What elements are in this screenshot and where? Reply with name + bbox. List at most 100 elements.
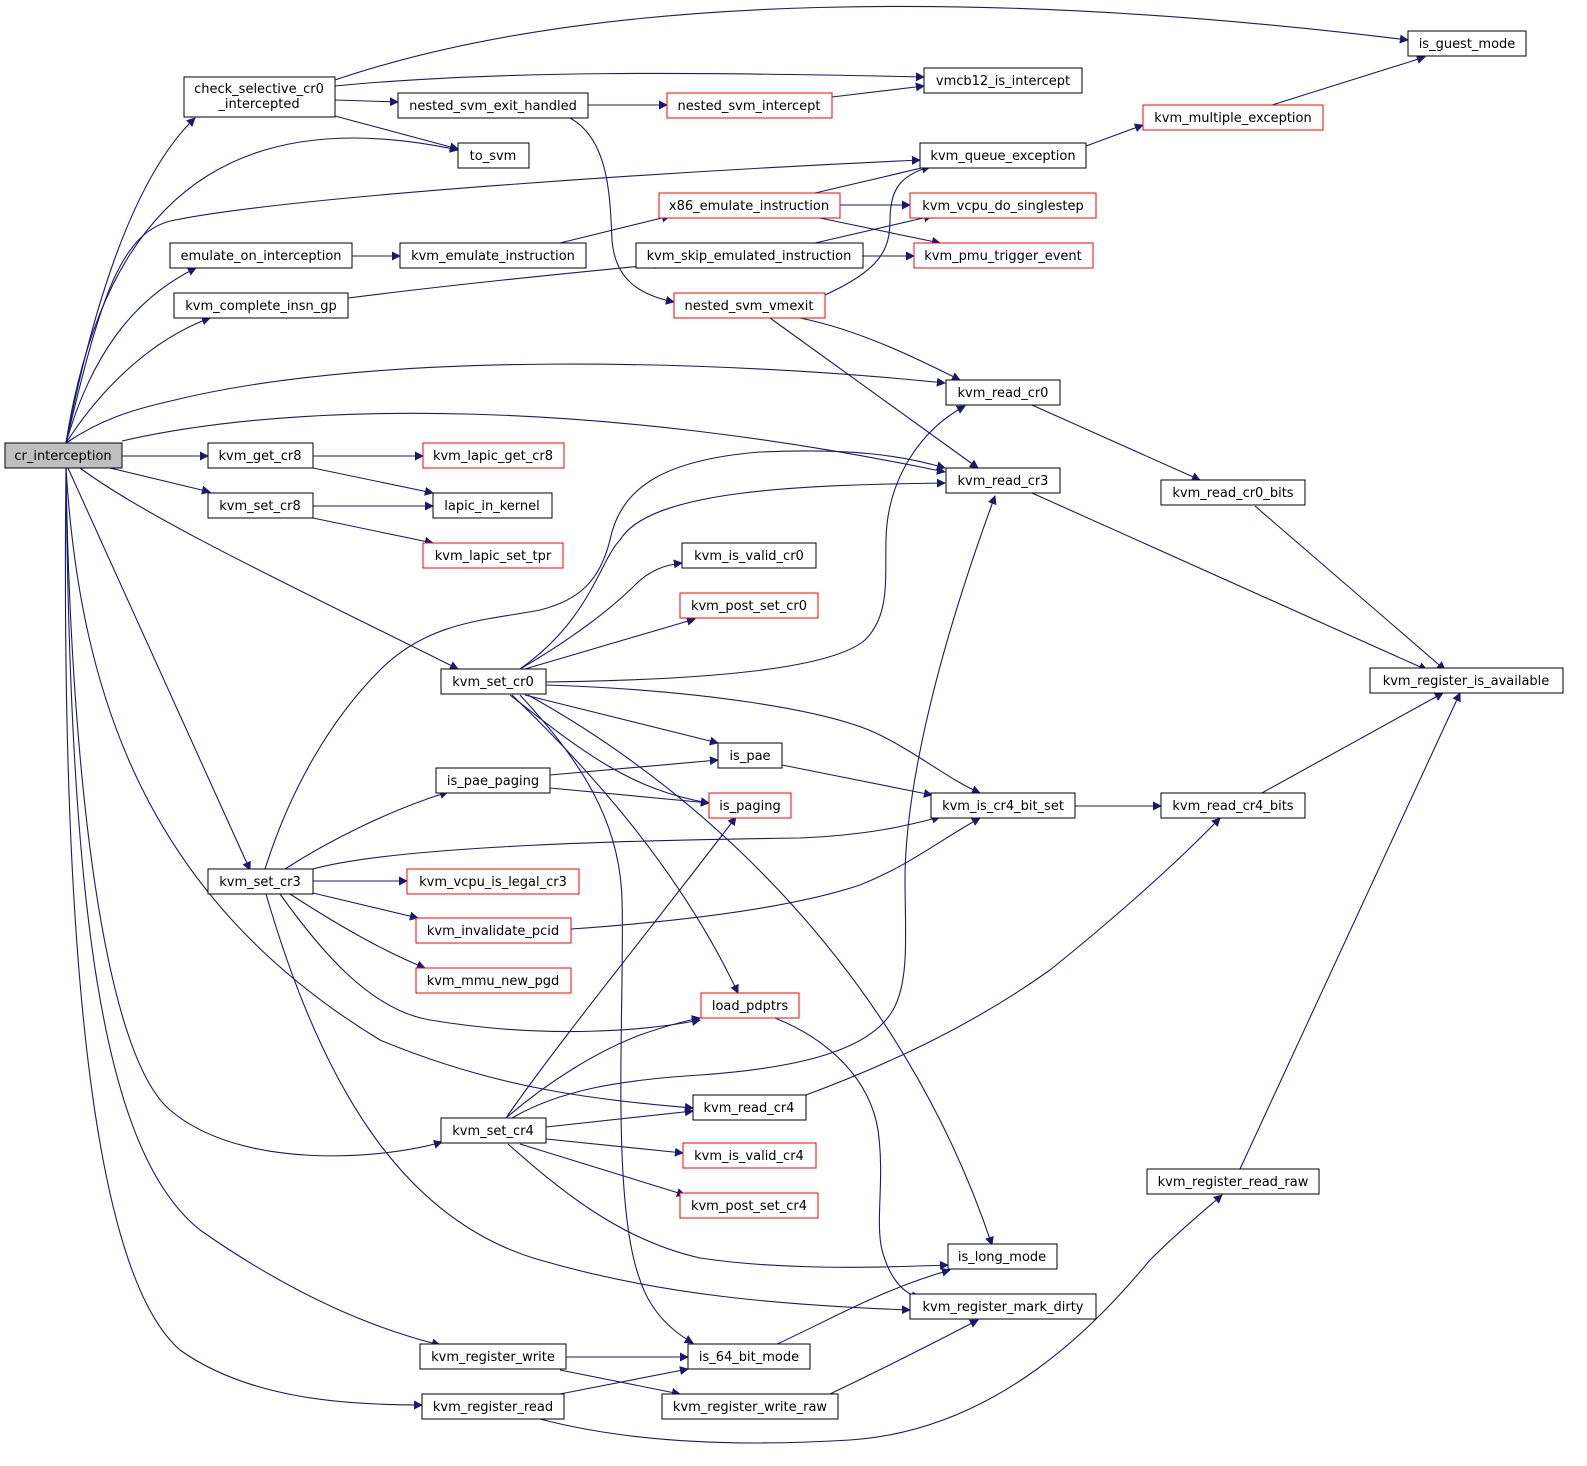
- edge-set_cr0-load_pdptrs: [511, 694, 739, 994]
- node-is-long-mode[interactable]: is_long_mode: [947, 1243, 1058, 1270]
- svg-text:kvm_complete_insn_gp: kvm_complete_insn_gp: [185, 299, 336, 314]
- node-kvm-set-cr3[interactable]: kvm_set_cr3: [207, 868, 314, 895]
- edge-read_cr3-available: [1031, 492, 1428, 671]
- node-x86-emulate-instruction[interactable]: x86_emulate_instruction: [658, 192, 841, 219]
- node-kvm-pmu-trigger-event[interactable]: kvm_pmu_trigger_event: [913, 242, 1094, 269]
- node-kvm-register-write-raw[interactable]: kvm_register_write_raw: [661, 1393, 839, 1420]
- edge-set_cr3-cr4_bit_set: [312, 814, 941, 870]
- node-kvm-queue-exception[interactable]: kvm_queue_exception: [919, 142, 1087, 169]
- svg-text:kvm_set_cr3: kvm_set_cr3: [219, 875, 301, 890]
- node-kvm-register-is-available[interactable]: kvm_register_is_available: [1369, 667, 1564, 694]
- node-kvm-post-set-cr4[interactable]: kvm_post_set_cr4: [679, 1192, 819, 1219]
- edge-cr_interception-kvm_read_cr0: [65, 363, 946, 444]
- node-kvm-post-set-cr0[interactable]: kvm_post_set_cr0: [679, 592, 819, 619]
- edge-write_raw-mark_dirty: [829, 1319, 979, 1395]
- svg-text:kvm_lapic_set_tpr: kvm_lapic_set_tpr: [435, 549, 552, 564]
- node-check-selective-cr0-intercepted[interactable]: check_selective_cr0 _intercepted: [183, 76, 336, 118]
- svg-text:is_pae_paging: is_pae_paging: [447, 774, 539, 789]
- node-is-64-bit-mode[interactable]: is_64_bit_mode: [687, 1343, 811, 1370]
- svg-text:is_long_mode: is_long_mode: [958, 1250, 1046, 1265]
- svg-text:kvm_register_write: kvm_register_write: [431, 1350, 555, 1365]
- node-is-guest-mode[interactable]: is_guest_mode: [1407, 30, 1527, 57]
- node-kvm-skip-emulated-instruction[interactable]: kvm_skip_emulated_instruction: [635, 242, 864, 269]
- edge-skip-singlestep: [814, 213, 933, 244]
- svg-text:kvm_read_cr3: kvm_read_cr3: [958, 474, 1049, 489]
- edge-set_cr0-is_pae: [524, 694, 719, 746]
- node-load-pdptrs[interactable]: load_pdptrs: [700, 992, 800, 1019]
- node-kvm-is-valid-cr0[interactable]: kvm_is_valid_cr0: [681, 542, 817, 569]
- edge-vmexit-read_cr3: [769, 317, 979, 469]
- node-kvm-vcpu-is-legal-cr3[interactable]: kvm_vcpu_is_legal_cr3: [406, 868, 580, 895]
- svg-text:kvm_read_cr4_bits: kvm_read_cr4_bits: [1172, 799, 1293, 814]
- svg-text:kvm_read_cr4: kvm_read_cr4: [704, 1101, 795, 1116]
- edge-load_pdptrs-mark_dirty: [774, 1017, 921, 1301]
- edge-cr_interception-kvm_set_cr4: [65, 467, 443, 1157]
- node-kvm-get-cr8[interactable]: kvm_get_cr8: [207, 442, 314, 469]
- node-kvm-read-cr0[interactable]: kvm_read_cr0: [945, 379, 1061, 406]
- node-nested-svm-exit-handled[interactable]: nested_svm_exit_handled: [397, 92, 589, 119]
- edge-set_cr4-read_cr3: [511, 495, 997, 1119]
- node-is-pae-paging[interactable]: is_pae_paging: [435, 767, 551, 794]
- node-vmcb12-is-intercept[interactable]: vmcb12_is_intercept: [923, 67, 1083, 94]
- node-kvm-read-cr3[interactable]: kvm_read_cr3: [945, 467, 1061, 494]
- svg-text:nested_svm_exit_handled: nested_svm_exit_handled: [409, 99, 577, 114]
- svg-text:kvm_vcpu_do_singlestep: kvm_vcpu_do_singlestep: [922, 199, 1084, 214]
- node-kvm-is-valid-cr4[interactable]: kvm_is_valid_cr4: [682, 1142, 817, 1169]
- node-kvm-vcpu-do-singlestep[interactable]: kvm_vcpu_do_singlestep: [909, 192, 1097, 219]
- nodes: cr_interception check_selective_cr0 _int…: [4, 30, 1564, 1420]
- svg-text:nested_svm_vmexit: nested_svm_vmexit: [684, 299, 813, 314]
- edge-set_cr3-read_cr3: [264, 450, 946, 870]
- node-kvm-invalidate-pcid[interactable]: kvm_invalidate_pcid: [415, 917, 572, 944]
- node-kvm-multiple-exception[interactable]: kvm_multiple_exception: [1142, 104, 1324, 131]
- node-kvm-read-cr0-bits[interactable]: kvm_read_cr0_bits: [1160, 479, 1306, 506]
- node-kvm-is-cr4-bit-set[interactable]: kvm_is_cr4_bit_set: [930, 792, 1076, 819]
- node-kvm-set-cr4[interactable]: kvm_set_cr4: [440, 1117, 547, 1144]
- edge-queue-multiple: [1085, 123, 1144, 147]
- edge-read_cr4-cr4_bits: [805, 817, 1221, 1096]
- node-emulate-on-interception[interactable]: emulate_on_interception: [169, 242, 353, 269]
- edge-check-is_guest_mode: [334, 5, 1409, 81]
- svg-text:kvm_skip_emulated_instruction: kvm_skip_emulated_instruction: [647, 249, 852, 264]
- edge-64bit-long_mode: [774, 1267, 951, 1346]
- node-is-pae[interactable]: is_pae: [717, 742, 783, 769]
- edge-set_cr3-mark_dirty: [265, 893, 911, 1315]
- node-kvm-register-read-raw[interactable]: kvm_register_read_raw: [1146, 1168, 1320, 1195]
- edge-vmexit-read_cr0: [799, 317, 961, 381]
- edge-cr_interception-kvm_set_cr8: [109, 467, 211, 495]
- node-kvm-register-write[interactable]: kvm_register_write: [419, 1343, 567, 1370]
- svg-text:check_selective_cr0: check_selective_cr0: [194, 82, 324, 97]
- svg-text:kvm_register_read: kvm_register_read: [433, 1400, 553, 1415]
- node-kvm-read-cr4-bits[interactable]: kvm_read_cr4_bits: [1160, 792, 1306, 819]
- edge-pae_paging-is_paging: [549, 787, 710, 807]
- node-to-svm[interactable]: to_svm: [457, 142, 530, 169]
- node-kvm-set-cr0[interactable]: kvm_set_cr0: [440, 668, 547, 695]
- node-kvm-lapic-get-cr8[interactable]: kvm_lapic_get_cr8: [422, 442, 565, 469]
- node-kvm-set-cr8[interactable]: kvm_set_cr8: [207, 492, 314, 519]
- svg-text:is_guest_mode: is_guest_mode: [1419, 37, 1516, 52]
- node-is-paging[interactable]: is_paging: [708, 792, 792, 819]
- edge-kvm_emulate-x86: [559, 213, 671, 244]
- svg-text:lapic_in_kernel: lapic_in_kernel: [444, 499, 539, 514]
- svg-text:kvm_get_cr8: kvm_get_cr8: [219, 449, 302, 464]
- node-kvm-register-read[interactable]: kvm_register_read: [421, 1393, 565, 1420]
- svg-text:kvm_vcpu_is_legal_cr3: kvm_vcpu_is_legal_cr3: [419, 875, 567, 890]
- node-kvm-mmu-new-pgd[interactable]: kvm_mmu_new_pgd: [415, 967, 572, 994]
- node-kvm-complete-insn-gp[interactable]: kvm_complete_insn_gp: [173, 292, 349, 319]
- svg-text:kvm_set_cr8: kvm_set_cr8: [219, 499, 301, 514]
- node-kvm-register-mark-dirty[interactable]: kvm_register_mark_dirty: [909, 1293, 1097, 1320]
- svg-text:kvm_mmu_new_pgd: kvm_mmu_new_pgd: [427, 974, 560, 989]
- svg-text:emulate_on_interception: emulate_on_interception: [180, 249, 341, 264]
- node-kvm-read-cr4[interactable]: kvm_read_cr4: [692, 1094, 807, 1121]
- edge-pae_paging-is_pae: [549, 756, 719, 776]
- edge-read_raw-available: [1239, 692, 1461, 1170]
- node-nested-svm-vmexit[interactable]: nested_svm_vmexit: [673, 292, 826, 319]
- svg-text:kvm_register_write_raw: kvm_register_write_raw: [673, 1400, 828, 1415]
- node-nested-svm-intercept[interactable]: nested_svm_intercept: [666, 92, 833, 119]
- edge-check-nested_exit: [334, 97, 399, 107]
- edge-cr_interception-to_svm: [65, 137, 459, 444]
- node-lapic-in-kernel[interactable]: lapic_in_kernel: [432, 492, 553, 519]
- node-kvm-emulate-instruction[interactable]: kvm_emulate_instruction: [399, 242, 587, 269]
- node-cr-interception[interactable]: cr_interception: [4, 442, 123, 469]
- node-kvm-lapic-set-tpr[interactable]: kvm_lapic_set_tpr: [422, 542, 564, 569]
- edges: [64, 5, 1461, 1444]
